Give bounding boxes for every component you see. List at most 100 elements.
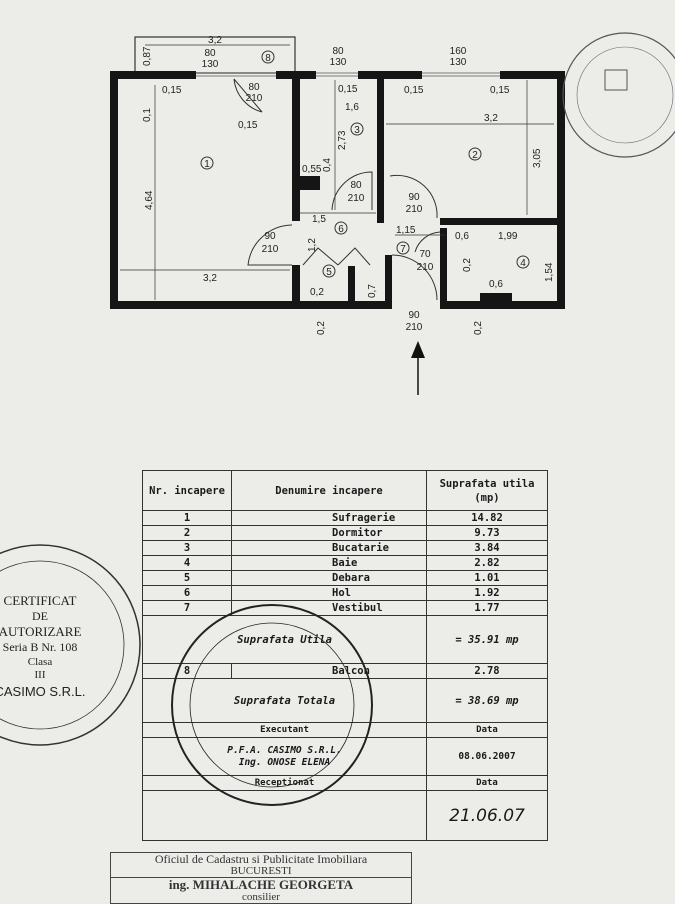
svg-text:3,2: 3,2 bbox=[208, 35, 222, 46]
svg-text:0,2: 0,2 bbox=[473, 321, 484, 335]
room-name: Bucatarie bbox=[231, 540, 427, 556]
room-number: 8 bbox=[265, 53, 271, 64]
useful-label: Suprafata Utila bbox=[142, 615, 427, 664]
executant-company: P.F.A. CASIMO S.R.L. bbox=[227, 744, 342, 756]
room-nr: 2 bbox=[142, 525, 232, 541]
room-number: 1 bbox=[204, 159, 210, 170]
table-row: 3 Bucatarie 3.84 bbox=[142, 540, 548, 556]
balcony-name: Balcon bbox=[231, 663, 427, 679]
svg-text:0,15: 0,15 bbox=[238, 120, 258, 131]
executant-header: Executant Data bbox=[142, 722, 548, 738]
svg-text:0,4: 0,4 bbox=[322, 158, 333, 172]
received-row: 21.06.07 bbox=[142, 790, 548, 841]
svg-text:210: 210 bbox=[262, 244, 279, 255]
windows bbox=[196, 72, 500, 77]
svg-text:130: 130 bbox=[450, 57, 467, 68]
official-role: consilier bbox=[242, 891, 280, 903]
room-name: Vestibul bbox=[231, 600, 427, 616]
room-nr: 7 bbox=[142, 600, 232, 616]
table-row: 6 Hol 1.92 bbox=[142, 585, 548, 601]
room-area: 1.92 bbox=[426, 585, 548, 601]
useful-total-row: Suprafata Utila = 35.91 mp bbox=[142, 615, 548, 664]
total-label: Suprafata Totala bbox=[142, 678, 427, 723]
executant-date: 08.06.2007 bbox=[426, 737, 548, 776]
svg-text:0,2: 0,2 bbox=[316, 321, 327, 335]
room-nr: 1 bbox=[142, 510, 232, 526]
room-area: 3.84 bbox=[426, 540, 548, 556]
office-city: BUCURESTI bbox=[230, 865, 292, 877]
entry-arrow-icon bbox=[411, 341, 425, 395]
svg-text:2,73: 2,73 bbox=[337, 130, 348, 150]
walls bbox=[110, 71, 565, 309]
table-row: 1 Sufragerie 14.82 bbox=[142, 510, 548, 526]
svg-text:210: 210 bbox=[348, 193, 365, 204]
svg-text:210: 210 bbox=[406, 204, 423, 215]
room-area: 1.01 bbox=[426, 570, 548, 586]
area-table: Nr. incapere Denumire incapere Suprafata… bbox=[142, 470, 548, 841]
header-name: Denumire incapere bbox=[231, 470, 427, 511]
received-header: Receptionat Data bbox=[142, 775, 548, 791]
svg-text:0,1: 0,1 bbox=[142, 108, 153, 122]
svg-text:0,87: 0,87 bbox=[142, 46, 153, 66]
svg-text:90: 90 bbox=[264, 231, 276, 242]
svg-text:0,6: 0,6 bbox=[489, 279, 503, 290]
svg-text:210: 210 bbox=[246, 93, 263, 104]
executant-person: Ing. ONOSE ELENA bbox=[238, 756, 331, 768]
svg-text:210: 210 bbox=[406, 322, 423, 333]
room-name: Dormitor bbox=[231, 525, 427, 541]
balcony-row: 8 Balcon 2.78 bbox=[142, 663, 548, 679]
room-name: Baie bbox=[231, 555, 427, 571]
svg-text:1,15: 1,15 bbox=[396, 225, 416, 236]
table-row: 4 Baie 2.82 bbox=[142, 555, 548, 571]
svg-text:0,15: 0,15 bbox=[404, 85, 424, 96]
total-value: = 38.69 mp bbox=[426, 678, 548, 723]
svg-text:4,64: 4,64 bbox=[144, 190, 155, 210]
header-nr: Nr. incapere bbox=[142, 470, 232, 511]
svg-text:1,6: 1,6 bbox=[345, 102, 359, 113]
svg-text:0,6: 0,6 bbox=[455, 231, 469, 242]
svg-text:130: 130 bbox=[202, 59, 219, 70]
room-number: 4 bbox=[520, 258, 526, 269]
room-number: 5 bbox=[326, 267, 332, 278]
svg-text:160: 160 bbox=[450, 46, 467, 57]
table-row: 5 Debara 1.01 bbox=[142, 570, 548, 586]
executant-label: Executant bbox=[142, 722, 427, 738]
room-area: 2.82 bbox=[426, 555, 548, 571]
svg-text:0,2: 0,2 bbox=[310, 287, 324, 298]
room-nr: 3 bbox=[142, 540, 232, 556]
svg-text:80: 80 bbox=[332, 46, 344, 57]
room-nr: 6 bbox=[142, 585, 232, 601]
svg-text:80: 80 bbox=[248, 82, 260, 93]
svg-text:80: 80 bbox=[204, 48, 216, 59]
balcony-nr: 8 bbox=[142, 663, 232, 679]
room-area: 1.77 bbox=[426, 600, 548, 616]
room-name: Sufragerie bbox=[231, 510, 427, 526]
svg-text:0,2: 0,2 bbox=[462, 258, 473, 272]
grand-total-row: Suprafata Totala = 38.69 mp bbox=[142, 678, 548, 723]
room-area: 9.73 bbox=[426, 525, 548, 541]
table-row: 7 Vestibul 1.77 bbox=[142, 600, 548, 616]
office-stamp-box: Oficiul de Cadastru si Publicitate Imobi… bbox=[110, 852, 412, 904]
received-data-label: Data bbox=[426, 775, 548, 791]
svg-text:0,15: 0,15 bbox=[162, 85, 182, 96]
svg-text:1,99: 1,99 bbox=[498, 231, 518, 242]
useful-value: = 35.91 mp bbox=[426, 615, 548, 664]
door-swings bbox=[233, 78, 441, 301]
room-name: Debara bbox=[231, 570, 427, 586]
svg-text:130: 130 bbox=[330, 57, 347, 68]
room-number: 3 bbox=[354, 125, 360, 136]
room-nr: 5 bbox=[142, 570, 232, 586]
room-number: 7 bbox=[400, 244, 406, 255]
official-name: ing. MIHALACHE GEORGETA bbox=[111, 877, 411, 891]
dimension-labels: 3,2 0,87 80 130 80 210 80 130 160 130 0,… bbox=[142, 35, 555, 335]
svg-text:3,2: 3,2 bbox=[203, 273, 217, 284]
balcony-area: 2.78 bbox=[426, 663, 548, 679]
table-header: Nr. incapere Denumire incapere Suprafata… bbox=[142, 470, 548, 511]
room-area: 14.82 bbox=[426, 510, 548, 526]
data-label: Data bbox=[426, 722, 548, 738]
svg-text:1,2: 1,2 bbox=[307, 238, 318, 252]
header-area: Suprafata utila (mp) bbox=[426, 470, 548, 511]
office-name: Oficiul de Cadastru si Publicitate Imobi… bbox=[154, 852, 368, 866]
svg-text:0,15: 0,15 bbox=[338, 84, 358, 95]
svg-text:0,55: 0,55 bbox=[302, 164, 322, 175]
